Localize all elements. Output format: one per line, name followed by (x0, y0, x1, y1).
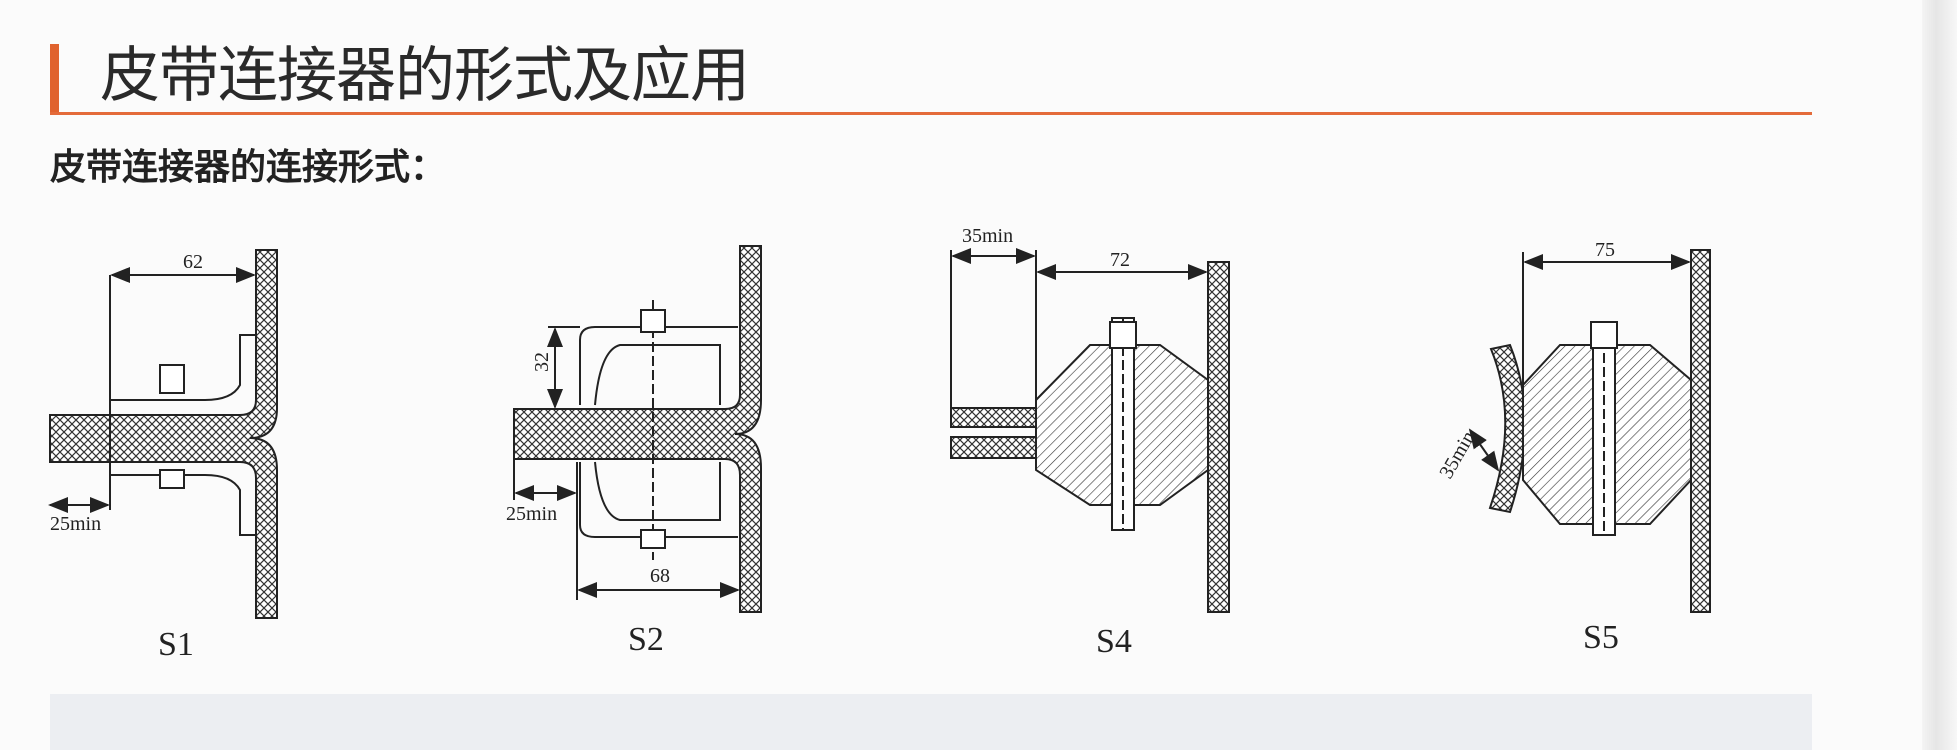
s5-dim-min: 35min (1435, 427, 1480, 482)
page-edge (1922, 0, 1957, 750)
s5-label: S5 (1583, 619, 1619, 656)
page-title: 皮带连接器的形式及应用 (100, 41, 750, 111)
s5-dim-width: 75 (1595, 239, 1615, 261)
bottom-gray-band (50, 694, 1812, 750)
s1-dim-min: 25min (50, 513, 101, 535)
s4-dim-width: 72 (1110, 249, 1130, 271)
diagram-s1 (48, 249, 278, 619)
s4-label: S4 (1096, 623, 1132, 660)
title-accent-bar (50, 44, 59, 112)
s2-dim-width: 68 (650, 565, 670, 587)
s1-label: S1 (158, 626, 194, 663)
diagram-s4 (950, 248, 1230, 613)
s1-dim-width: 62 (183, 251, 203, 273)
s2-label: S2 (628, 621, 664, 658)
diagram-s2 (513, 245, 762, 613)
diagram-s5 (1468, 249, 1711, 613)
title-divider (50, 112, 1812, 115)
s4-dim-min: 35min (962, 225, 1013, 247)
s2-dim-min: 25min (506, 503, 557, 525)
s2-dim-height: 32 (531, 352, 553, 372)
section-subtitle: 皮带连接器的连接形式： (50, 147, 447, 188)
